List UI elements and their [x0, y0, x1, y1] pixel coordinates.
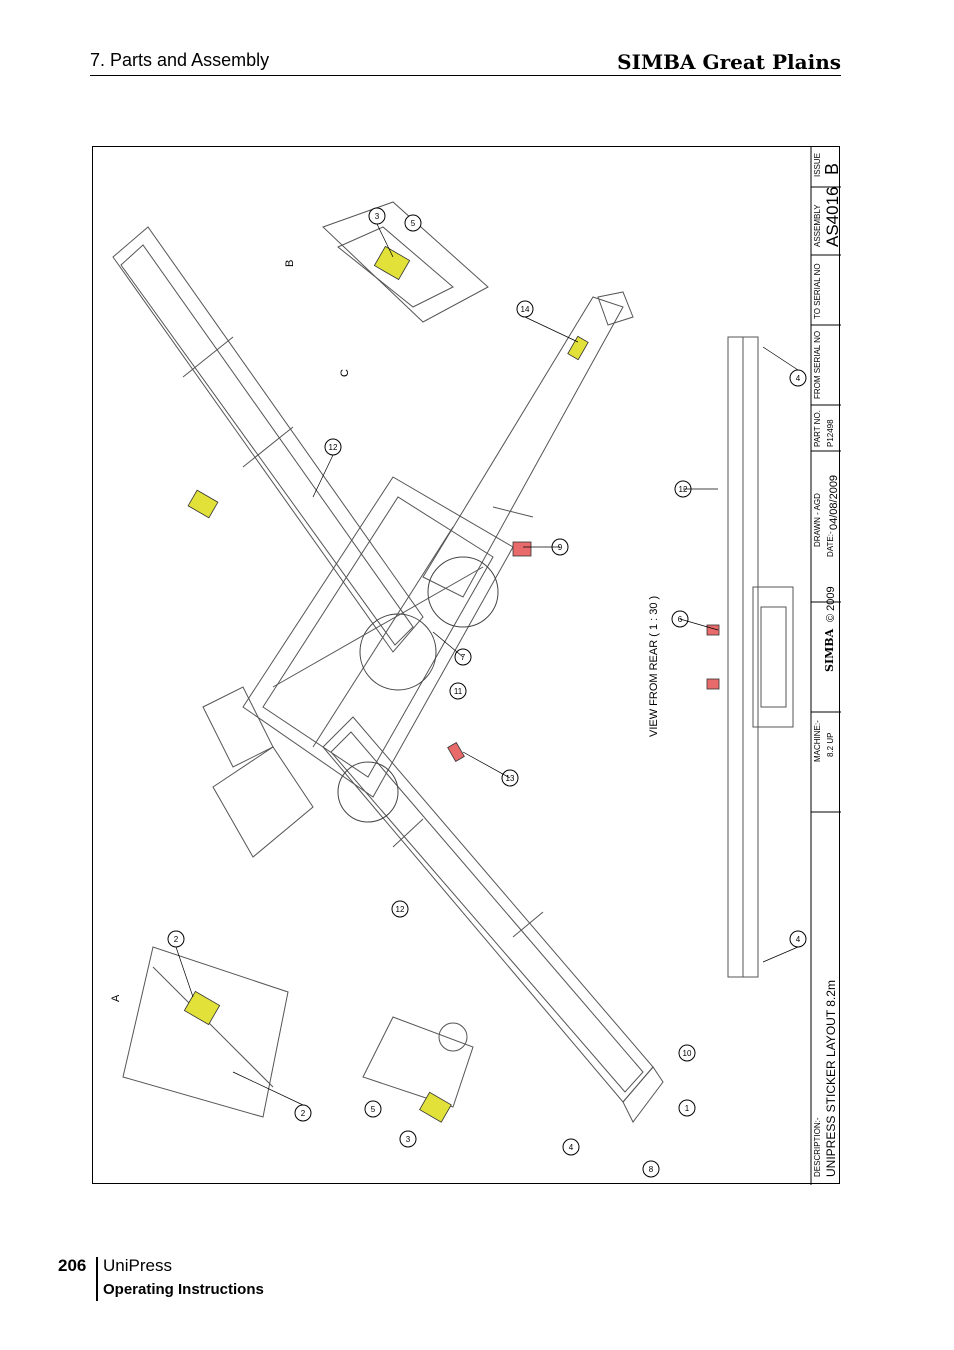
callout-10: 10 [683, 1049, 692, 1058]
callout-4b: 4 [796, 935, 801, 944]
drawing-canvas: ISSUE B ASSEMBLY AS4016 TO SERIAL NO FRO… [110, 147, 841, 1185]
callout-12a: 12 [329, 443, 338, 452]
part-no-label: PART NO. [813, 410, 822, 447]
view-label: VIEW FROM REAR ( 1 : 30 ) [648, 596, 660, 737]
callout-3a: 3 [375, 212, 380, 221]
issue-label: ISSUE [813, 153, 822, 177]
detail-c-inset [362, 1016, 474, 1108]
callout-6: 6 [678, 615, 683, 624]
detail-a-inset [122, 946, 289, 1118]
date-value: 04/08/2009 [828, 475, 840, 530]
callout-12c: 12 [396, 905, 405, 914]
description-value: UNIPRESS STICKER LAYOUT 8.2m [824, 980, 838, 1177]
callout-5b: 5 [371, 1105, 376, 1114]
footer-divider [96, 1257, 98, 1301]
assembly-drawing: ISSUE B ASSEMBLY AS4016 TO SERIAL NO FRO… [92, 146, 841, 1185]
leader-lines [175, 223, 799, 1106]
page-number: 206 [58, 1256, 87, 1275]
brand-logo: SIMBA Great Plains [617, 50, 841, 74]
callout-9: 9 [558, 543, 563, 552]
detail-label-c: C [339, 369, 351, 377]
callout-1: 1 [685, 1104, 690, 1113]
callout-2b: 2 [301, 1109, 306, 1118]
assembly-label: ASSEMBLY [813, 204, 822, 247]
machine-value: 8.2 UP [826, 733, 835, 757]
header-divider [90, 75, 841, 76]
section-title: 7. Parts and Assembly [90, 50, 270, 70]
detail-label-b: B [284, 260, 296, 267]
date-label: DATE:- [826, 531, 835, 557]
description-label: DESCRIPTION:- [813, 1117, 822, 1177]
callout-11: 11 [454, 687, 463, 696]
title-block-logo: SIMBA [823, 628, 836, 672]
detail-b-inset [322, 201, 489, 323]
callout-12b: 12 [679, 485, 688, 494]
callout-5a: 5 [411, 219, 416, 228]
drawn-label: DRAWN - AGD [813, 493, 822, 547]
issue-value: B [822, 163, 841, 175]
assembly-value: AS4016 [823, 187, 841, 248]
callout-4c: 4 [569, 1143, 574, 1152]
callout-4a: 4 [796, 374, 801, 383]
title-block [810, 147, 841, 1185]
callout-2a: 2 [174, 935, 179, 944]
callout-8: 8 [649, 1165, 654, 1174]
callout-7: 7 [461, 653, 466, 662]
detail-circles [337, 556, 499, 823]
part-no-value: P12498 [826, 419, 835, 447]
detail-label-a: A [110, 994, 122, 1002]
machine-frame-illustration [112, 226, 664, 1123]
to-serial-label: TO SERIAL NO [813, 263, 822, 319]
from-serial-label: FROM SERIAL NO [813, 331, 822, 399]
copyright: © 2009 [825, 586, 837, 622]
sticker-markers [183, 245, 720, 1123]
rear-view-illustration [727, 336, 794, 978]
callout-3b: 3 [406, 1135, 411, 1144]
machine-label: MACHINE:- [813, 720, 822, 762]
callout-13: 13 [506, 774, 515, 783]
callout-14: 14 [521, 305, 530, 314]
footer-product: UniPress [103, 1256, 172, 1275]
footer-subtitle: Operating Instructions [103, 1281, 264, 1298]
callout-balloons: 1 2 2 3 3 4 4 4 5 5 6 7 8 9 10 11 12 12 … [167, 207, 807, 1178]
